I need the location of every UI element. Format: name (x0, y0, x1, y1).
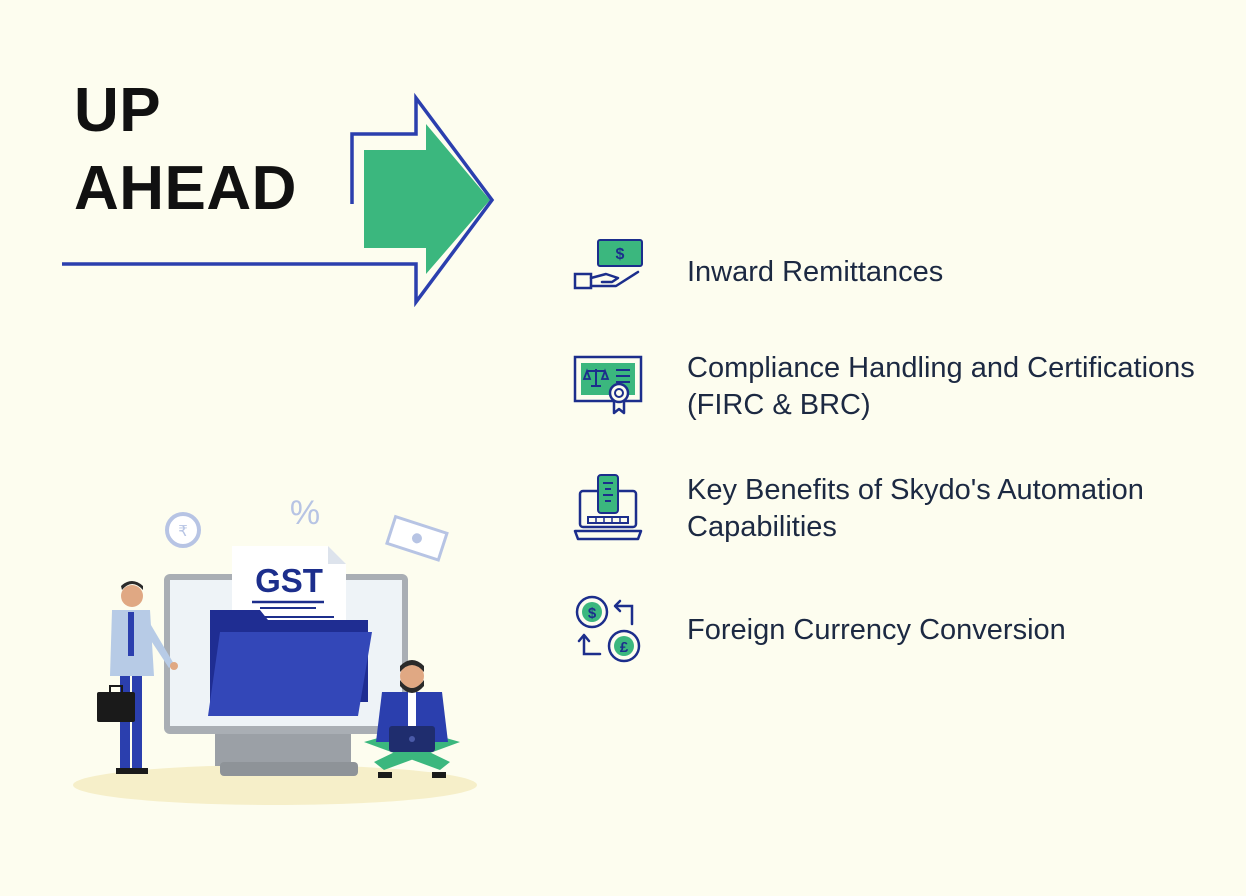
svg-text:$: $ (616, 246, 625, 263)
banknote-icon (385, 514, 449, 562)
percent-symbol: % (290, 494, 320, 532)
item-label: Key Benefits of Skydo's Automation Capab… (687, 474, 1144, 543)
list-item: Key Benefits of Skydo's Automation Capab… (572, 472, 1217, 546)
list-item: Compliance Handling and Certifications (… (572, 350, 1217, 424)
money-hand-icon: $ (573, 239, 643, 290)
laptop-automation-icon (573, 474, 643, 541)
list-item: $ Inward Remittances (572, 236, 1217, 308)
svg-text:$: $ (588, 605, 597, 622)
standing-person (97, 581, 178, 774)
gst-illustration: ₹ % GST (73, 494, 477, 805)
sitting-person (364, 660, 460, 778)
gst-label: GST (255, 562, 323, 599)
page-title: UP AHEAD (74, 72, 297, 228)
rupee-coin-icon: ₹ (165, 512, 201, 548)
item-label: Foreign Currency Conversion (687, 613, 1066, 646)
certificate-icon (573, 355, 643, 415)
list-item: $ £ Foreign Currency Conversion (572, 594, 1217, 666)
title-line-1: UP (74, 76, 162, 145)
item-label: Compliance Handling and Certifications (… (687, 352, 1195, 421)
arrow-graphic (62, 92, 495, 307)
currency-exchange-icon: $ £ (575, 595, 641, 663)
svg-text:£: £ (620, 639, 629, 656)
title-line-2: AHEAD (74, 154, 297, 223)
item-label: Inward Remittances (687, 255, 944, 288)
rupee-symbol: ₹ (178, 522, 188, 540)
